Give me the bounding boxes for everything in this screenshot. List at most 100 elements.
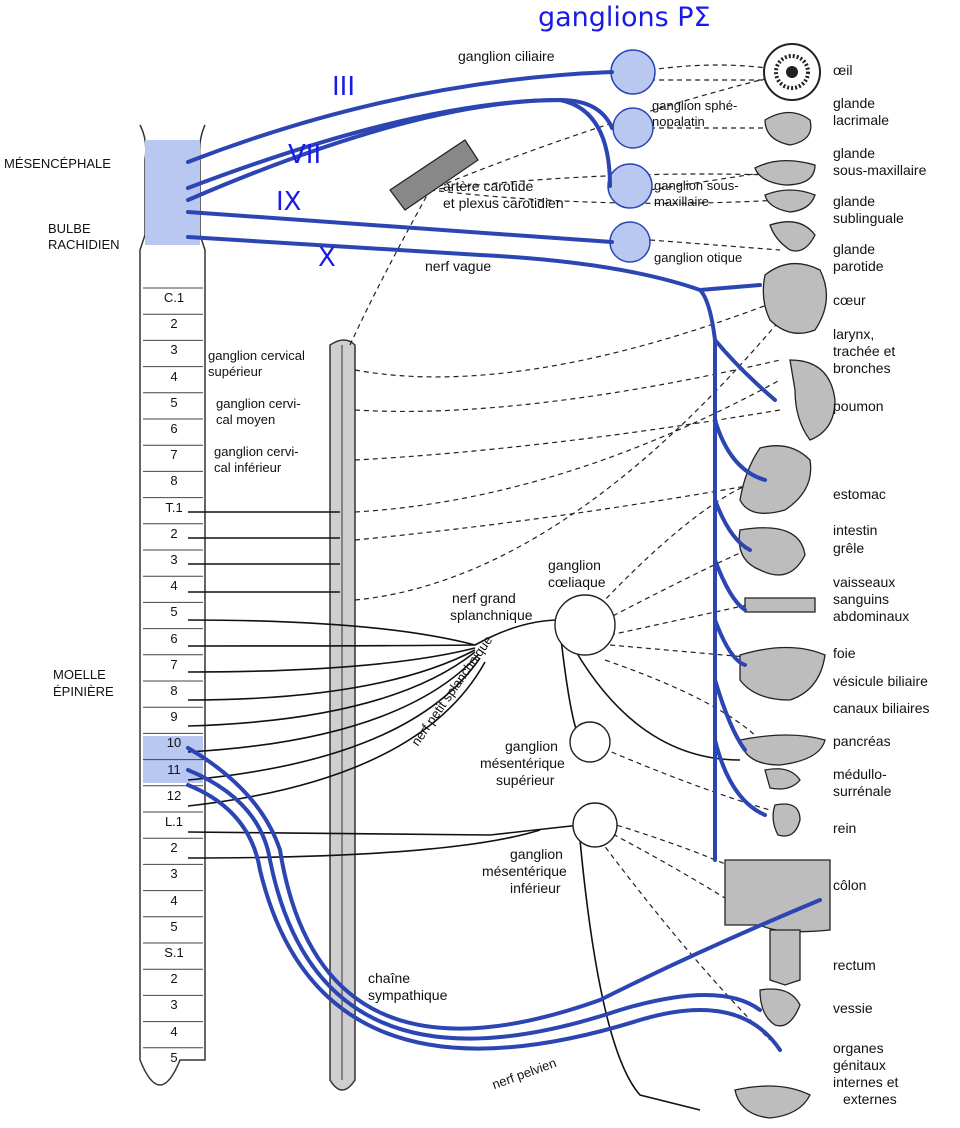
organ-label: médullo- — [833, 766, 887, 783]
page-title: ganglions PΣ — [538, 2, 711, 33]
organ-label: abdominaux — [833, 608, 909, 625]
organ-label: vésicule biliaire — [833, 673, 928, 690]
stomach — [740, 446, 811, 514]
organ-label: côlon — [833, 877, 866, 894]
spinal-segment: 3 — [138, 552, 210, 567]
label-chaine-2: sympathique — [368, 987, 447, 1004]
pancreas — [740, 735, 825, 765]
organ-label: cœur — [833, 292, 866, 309]
spinal-segment: 3 — [138, 997, 210, 1012]
label-nerf-vague: nerf vague — [425, 258, 491, 275]
label-ganglion-otique: ganglion otique — [654, 250, 742, 265]
spinal-segment: C.1 — [138, 290, 210, 305]
spinal-segment: 9 — [138, 709, 210, 724]
spinal-segment: 10 — [138, 735, 210, 750]
spinal-segment: 5 — [138, 1050, 210, 1065]
ganglion-otique-node — [610, 222, 650, 262]
label-grand-splanch-1: nerf grand — [452, 590, 516, 607]
label-mes-inf-3: inférieur — [510, 880, 561, 897]
organ-label: bronches — [833, 360, 891, 377]
parotid-gland — [770, 222, 815, 251]
spinal-segment: 12 — [138, 788, 210, 803]
organ-label: rectum — [833, 957, 876, 974]
organ-label: sanguins — [833, 591, 889, 608]
spinal-segment: 2 — [138, 840, 210, 855]
organ-label: parotide — [833, 258, 884, 275]
organ-label: organes — [833, 1040, 884, 1057]
spinal-segment: 3 — [138, 342, 210, 357]
spinal-segment: 2 — [138, 971, 210, 986]
label-cervical-moy-1: ganglion cervi- — [216, 396, 301, 411]
organ-label: glande — [833, 95, 875, 112]
lung — [790, 360, 835, 440]
organ-label: œil — [833, 62, 852, 79]
label-mes-inf-2: mésentérique — [482, 863, 567, 880]
organ-label: glande — [833, 145, 875, 162]
organ-label: canaux biliaires — [833, 700, 930, 717]
ganglion-mesenterique-inf-node — [573, 803, 617, 847]
abdominal-vessels — [745, 598, 815, 612]
spinal-segment: 4 — [138, 369, 210, 384]
nerve-iii-label: III — [332, 72, 355, 102]
nerve-x-label: X — [318, 243, 336, 273]
bladder — [760, 989, 800, 1026]
spinal-segment: 7 — [138, 447, 210, 462]
organ-label: rein — [833, 820, 856, 837]
label-ganglion-sousmax-1: ganglion sous- — [654, 178, 739, 193]
spinal-segment: 2 — [138, 316, 210, 331]
ganglion-coeliaque-node — [555, 595, 615, 655]
label-ganglion-ciliaire: ganglion ciliaire — [458, 48, 555, 65]
label-coeliaque-2: cœliaque — [548, 574, 606, 591]
spinal-segment: 7 — [138, 657, 210, 672]
submaxillary-gland — [755, 161, 815, 185]
organ-label: sous-maxillaire — [833, 162, 926, 179]
ganglion-mesenterique-sup-node — [570, 722, 610, 762]
label-coeliaque-1: ganglion — [548, 557, 601, 574]
organ-label: estomac — [833, 486, 886, 503]
organ-label: vaisseaux — [833, 574, 895, 591]
organ-label: intestin — [833, 522, 877, 539]
organ-label: foie — [833, 645, 856, 662]
spinal-segment: 4 — [138, 578, 210, 593]
organ-label: pancréas — [833, 733, 891, 750]
lacrimal-gland — [765, 113, 811, 146]
eye — [764, 44, 820, 100]
adrenal — [765, 769, 800, 789]
label-epiniere: ÉPINIÈRE — [53, 684, 114, 699]
nerve-vii-label: VII — [288, 140, 321, 170]
organ-label: grêle — [833, 540, 864, 557]
parasympathetic-ganglia — [608, 50, 655, 262]
sublingual-gland — [765, 190, 815, 212]
genital-organs — [735, 1086, 810, 1118]
spinal-segment: 4 — [138, 1024, 210, 1039]
label-mes-sup-1: ganglion — [505, 738, 558, 755]
brainstem-highlight — [145, 140, 200, 245]
label-mes-inf-1: ganglion — [510, 846, 563, 863]
spinal-segment: S.1 — [138, 945, 210, 960]
prevertebral-ganglia — [555, 595, 617, 847]
spinal-segment: 4 — [138, 893, 210, 908]
organ-label: glande — [833, 193, 875, 210]
spinal-segment: 5 — [138, 395, 210, 410]
spinal-segment: 6 — [138, 631, 210, 646]
organ-label: glande — [833, 241, 875, 258]
label-ganglion-spheno-1: ganglion sphé- — [652, 98, 737, 113]
label-rachidien: RACHIDIEN — [48, 237, 120, 252]
organ-label: internes et — [833, 1074, 898, 1091]
label-carotide-1: artère carotide — [443, 178, 533, 195]
rectum — [770, 930, 800, 985]
label-cervical-sup-1: ganglion cervical — [208, 348, 305, 363]
nerve-ix-label: IX — [276, 187, 301, 217]
label-cervical-sup-2: supérieur — [208, 364, 262, 379]
kidney — [773, 804, 800, 836]
liver — [740, 648, 825, 701]
label-ganglion-spheno-2: nopalatin — [652, 114, 705, 129]
label-moelle: MOELLE — [53, 667, 106, 682]
label-mesencephale: MÉSENCÉPHALE — [4, 156, 111, 171]
organ-label: larynx, — [833, 326, 874, 343]
label-carotide-2: et plexus carotidien — [443, 195, 564, 212]
organ-label: lacrimale — [833, 112, 889, 129]
label-bulbe: BULBE — [48, 221, 91, 236]
label-cervical-inf-2: cal inférieur — [214, 460, 281, 475]
label-chaine-1: chaîne — [368, 970, 410, 987]
